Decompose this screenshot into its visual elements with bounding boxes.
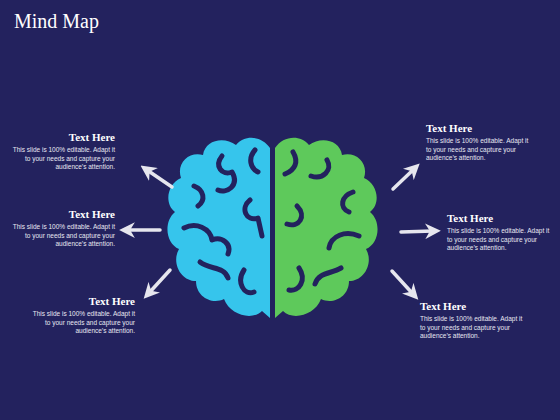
branch-heading: Text Here: [89, 295, 135, 307]
branch-description: This slide is 100% editable. Adapt it to…: [7, 223, 115, 249]
slide-title: Mind Map: [14, 10, 99, 33]
branch-description: This slide is 100% editable. Adapt it to…: [420, 315, 528, 341]
branch-heading: Text Here: [69, 131, 115, 143]
branch-description: This slide is 100% editable. Adapt it to…: [27, 310, 135, 336]
branch-heading: Text Here: [426, 122, 472, 134]
branch-heading: Text Here: [447, 212, 493, 224]
branch-description: This slide is 100% editable. Adapt it to…: [447, 227, 555, 253]
branch-heading: Text Here: [69, 208, 115, 220]
left-hemisphere: [167, 138, 270, 318]
branch-heading: Text Here: [420, 300, 466, 312]
branch-description: This slide is 100% editable. Adapt it to…: [426, 137, 534, 163]
right-hemisphere: [275, 138, 378, 318]
leader-arrows: [127, 169, 433, 294]
branch-description: This slide is 100% editable. Adapt it to…: [7, 146, 115, 172]
